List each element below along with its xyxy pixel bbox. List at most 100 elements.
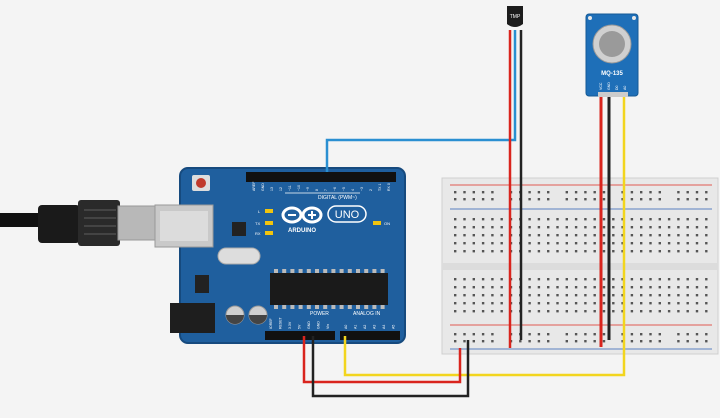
- microcontroller-chip: [270, 273, 388, 305]
- breadboard-hole: [481, 191, 485, 194]
- breadboard-hole: [630, 340, 634, 343]
- breadboard-hole: [481, 250, 485, 253]
- breadboard-hole: [584, 333, 587, 336]
- breadboard-hole: [537, 333, 541, 336]
- breadboard-hole: [565, 250, 568, 253]
- breadboard-hole: [537, 294, 541, 297]
- led-label-tx: TX: [255, 221, 260, 226]
- tmp-sensor-body: [507, 6, 523, 27]
- breadboard-hole: [640, 191, 643, 194]
- mq135-pin-label-3: A0: [623, 86, 627, 90]
- breadboard-hole: [677, 278, 680, 281]
- breadboard-hole: [630, 302, 634, 305]
- digital-pin-label-6: ~9: [306, 187, 310, 191]
- breadboard-hole: [463, 340, 466, 343]
- breadboard-hole: [463, 242, 466, 245]
- breadboard-hole: [649, 226, 652, 229]
- digital-pin-label-3: 12: [279, 187, 283, 191]
- digital-header: [246, 172, 396, 182]
- breadboard-hole: [621, 242, 624, 245]
- chip-pin: [315, 305, 319, 309]
- wire-red-5v: [302, 336, 462, 384]
- breadboard-hole: [602, 191, 606, 194]
- breadboard-hole: [584, 198, 587, 201]
- power-pin-label-4: GND: [307, 321, 311, 329]
- breadboard-hole: [695, 218, 699, 221]
- breadboard-hole: [677, 310, 680, 313]
- breadboard-hole: [649, 310, 652, 313]
- breadboard-hole: [584, 191, 587, 194]
- led-label-l: L: [258, 209, 261, 214]
- breadboard-hole: [658, 340, 661, 343]
- breadboard-hole: [528, 191, 531, 194]
- breadboard-hole: [602, 278, 606, 281]
- breadboard-hole: [640, 218, 643, 221]
- breadboard-hole: [686, 310, 689, 313]
- breadboard-hole: [547, 242, 550, 245]
- breadboard-hole: [574, 191, 578, 194]
- mq135-mesh: [599, 31, 625, 57]
- breadboard-hole: [481, 226, 485, 229]
- breadboard-hole: [667, 218, 671, 221]
- breadboard-hole: [640, 278, 643, 281]
- breadboard-hole: [481, 286, 485, 289]
- chip-pin: [372, 305, 377, 309]
- breadboard-hole: [472, 310, 475, 313]
- breadboard-hole: [565, 218, 568, 221]
- breadboard-hole: [593, 218, 596, 221]
- breadboard-hole: [481, 302, 485, 305]
- breadboard-hole: [649, 234, 652, 237]
- breadboard-hole: [565, 333, 568, 336]
- breadboard-hole: [528, 340, 531, 343]
- breadboard-hole: [695, 340, 699, 343]
- breadboard-hole: [454, 333, 457, 336]
- reset-button-cap: [196, 178, 206, 188]
- breadboard-hole: [491, 191, 494, 194]
- breadboard-hole: [584, 286, 587, 289]
- power-jack: [170, 303, 215, 333]
- power-pin-label-3: 5V: [298, 324, 302, 329]
- breadboard-hole: [593, 294, 596, 297]
- mq135-pin-label-2: D0: [615, 85, 619, 90]
- breadboard-hole: [454, 191, 457, 194]
- breadboard-hole: [649, 286, 652, 289]
- breadboard-hole: [602, 333, 606, 336]
- breadboard-hole: [621, 226, 624, 229]
- chip-pin: [331, 269, 336, 273]
- chip-pin: [274, 305, 278, 309]
- breadboard-hole: [500, 310, 503, 313]
- chip-pin: [331, 305, 336, 309]
- breadboard-hole: [649, 250, 652, 253]
- breadboard-hole: [695, 333, 699, 336]
- breadboard-hole: [612, 218, 615, 221]
- breadboard-hole: [574, 310, 578, 313]
- breadboard-hole: [584, 278, 587, 281]
- breadboard-hole: [472, 242, 475, 245]
- breadboard-hole: [537, 198, 541, 201]
- breadboard-hole: [491, 294, 494, 297]
- breadboard-hole: [658, 218, 661, 221]
- breadboard-hole: [686, 302, 689, 305]
- uno-label: UNO: [335, 209, 360, 221]
- wire-yellow-analog: [343, 95, 626, 377]
- breadboard-hole: [491, 310, 494, 313]
- breadboard-hole: [463, 218, 466, 221]
- breadboard-hole: [556, 218, 559, 221]
- breadboard-hole: [602, 242, 606, 245]
- breadboard-hole: [463, 286, 466, 289]
- breadboard-hole: [705, 242, 708, 245]
- chip-pin: [339, 305, 344, 309]
- breadboard-hole: [630, 250, 634, 253]
- breadboard-hole: [565, 278, 568, 281]
- breadboard-hole: [649, 242, 652, 245]
- breadboard-hole: [565, 294, 568, 297]
- breadboard-hole: [574, 242, 578, 245]
- breadboard-hole: [658, 278, 661, 281]
- breadboard-hole: [472, 333, 475, 336]
- breadboard-hole: [454, 226, 457, 229]
- breadboard-hole: [565, 340, 568, 343]
- breadboard-hole: [695, 234, 699, 237]
- breadboard-hole: [556, 226, 559, 229]
- breadboard-hole: [547, 198, 550, 201]
